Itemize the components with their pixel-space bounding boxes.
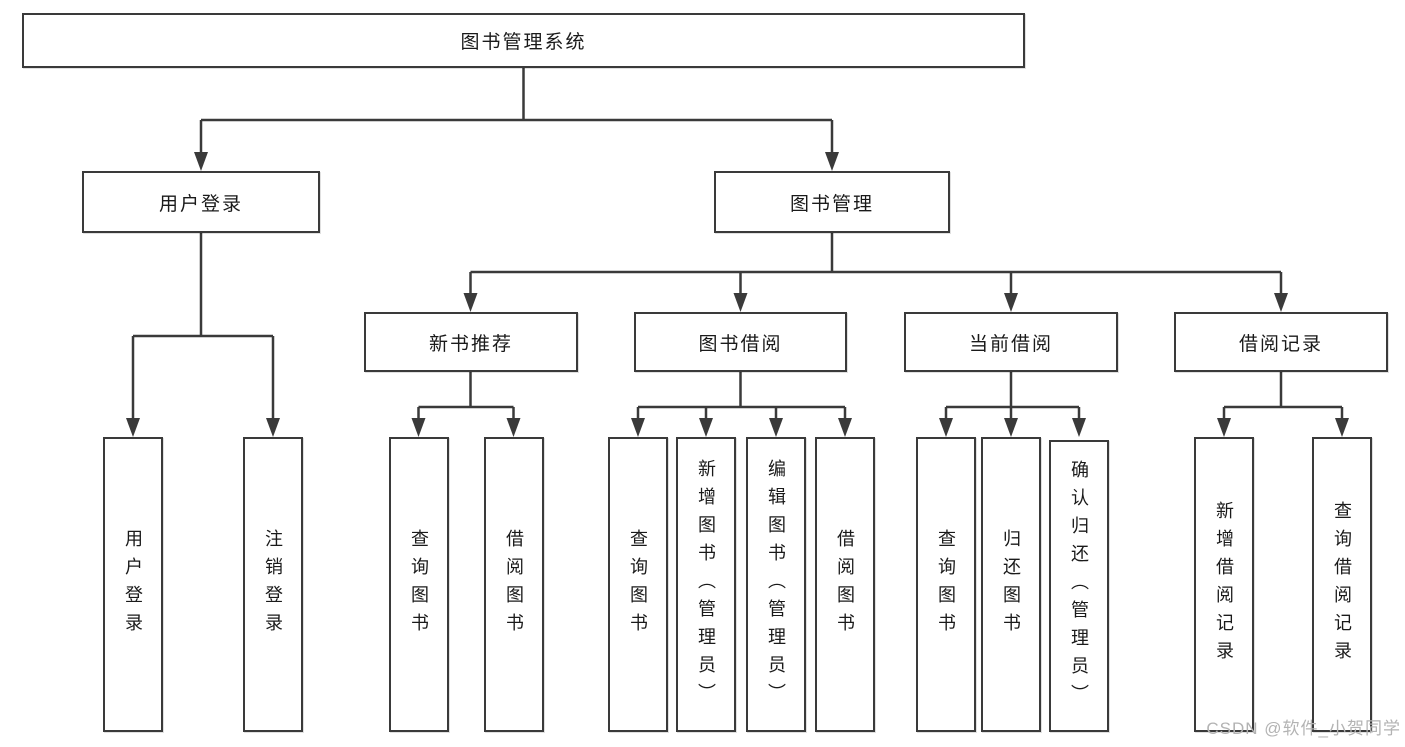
leaf-logout-label: 注销登录 [263, 528, 283, 641]
leaf-user-login-label: 用户登录 [123, 528, 143, 641]
connector-records [1222, 372, 1344, 420]
node-new-book-recommend: 新书推荐 [364, 312, 578, 372]
connector-root [199, 68, 834, 154]
leaf-confirm-return-admin: 确认归还（管理员） [1049, 440, 1109, 732]
node-book-management: 图书管理 [714, 171, 950, 233]
leaf-return-books-label: 归还图书 [1001, 528, 1021, 641]
leaf-confirm-return-admin-label: 确认归还（管理员） [1069, 460, 1089, 712]
leaf-query-books-recommend: 查询图书 [389, 437, 449, 732]
leaf-return-books: 归还图书 [981, 437, 1041, 732]
leaf-add-borrow-record-label: 新增借阅记录 [1214, 500, 1234, 669]
connector-book-branch [469, 233, 1283, 295]
watermark: CSDN @软件_小贺同学 [1206, 719, 1401, 738]
connector-user-branch [131, 233, 275, 420]
node-current-borrowing: 当前借阅 [904, 312, 1118, 372]
connector-recommend [417, 372, 515, 420]
leaf-borrow-books-borrow-label: 借阅图书 [835, 528, 855, 641]
leaf-query-borrow-record: 查询借阅记录 [1312, 437, 1372, 732]
node-user-login: 用户登录 [82, 171, 320, 233]
leaf-logout: 注销登录 [243, 437, 303, 732]
leaf-edit-book-admin-label: 编辑图书（管理员） [766, 458, 786, 711]
leaf-add-book-admin: 新增图书（管理员） [676, 437, 736, 732]
node-book-borrowing-label: 图书借阅 [698, 333, 783, 355]
leaf-query-books-current: 查询图书 [916, 437, 976, 732]
node-book-borrowing: 图书借阅 [634, 312, 847, 372]
connector-borrowing [636, 372, 847, 420]
node-current-borrowing-label: 当前借阅 [968, 333, 1053, 355]
node-root: 图书管理系统 [22, 13, 1025, 68]
leaf-query-books-recommend-label: 查询图书 [409, 528, 429, 641]
node-new-book-recommend-label: 新书推荐 [428, 333, 513, 355]
leaf-query-books-borrow: 查询图书 [608, 437, 668, 732]
leaf-user-login: 用户登录 [103, 437, 163, 732]
leaf-query-books-borrow-label: 查询图书 [628, 528, 648, 641]
leaf-borrow-books-borrow: 借阅图书 [815, 437, 875, 732]
node-book-management-label: 图书管理 [789, 193, 874, 215]
connector-current [944, 372, 1081, 420]
leaf-borrow-books-recommend: 借阅图书 [484, 437, 544, 732]
node-borrowing-records-label: 借阅记录 [1238, 333, 1323, 355]
leaf-query-borrow-record-label: 查询借阅记录 [1332, 500, 1352, 669]
leaf-add-book-admin-label: 新增图书（管理员） [696, 458, 716, 711]
leaf-query-books-current-label: 查询图书 [936, 528, 956, 641]
leaf-add-borrow-record: 新增借阅记录 [1194, 437, 1254, 732]
node-root-label: 图书管理系统 [460, 32, 587, 53]
leaf-borrow-books-recommend-label: 借阅图书 [504, 528, 524, 641]
node-borrowing-records: 借阅记录 [1174, 312, 1388, 372]
arrowheads [126, 152, 1349, 437]
node-user-login-label: 用户登录 [158, 193, 243, 215]
leaf-edit-book-admin: 编辑图书（管理员） [746, 437, 806, 732]
